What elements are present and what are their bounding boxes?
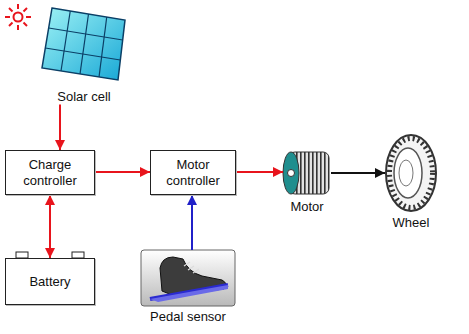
flow-arrow	[59, 105, 61, 150]
box-label: Charge controller	[11, 157, 89, 188]
flow-arrow	[49, 195, 51, 258]
sun-icon	[5, 4, 31, 30]
process-box: Charge controller	[5, 150, 95, 195]
wheel-node: Wheel	[385, 134, 437, 231]
solar-panel	[42, 8, 125, 80]
picture-label: Solar cell	[40, 89, 128, 105]
flow-arrow	[95, 171, 150, 173]
flow-arrow	[331, 172, 385, 174]
motor-picture	[283, 152, 329, 194]
box-label: Battery	[29, 274, 70, 290]
box-label: Motor controller	[156, 157, 230, 188]
wheel-picture	[386, 135, 436, 211]
solar-cell-node: Solar cell	[40, 6, 128, 105]
picture-label: Wheel	[385, 215, 437, 231]
pedal-sensor-picture	[141, 250, 235, 306]
picture-label: Motor	[283, 199, 331, 215]
picture-label: Pedal sensor	[140, 309, 236, 325]
process-box: Motor controller	[150, 150, 236, 195]
flow-arrow	[236, 171, 283, 173]
pedal-sensor-node: Pedal sensor	[140, 250, 236, 325]
motor-node: Motor	[283, 150, 331, 215]
flow-arrow	[191, 195, 193, 250]
process-box: Battery	[5, 258, 95, 305]
